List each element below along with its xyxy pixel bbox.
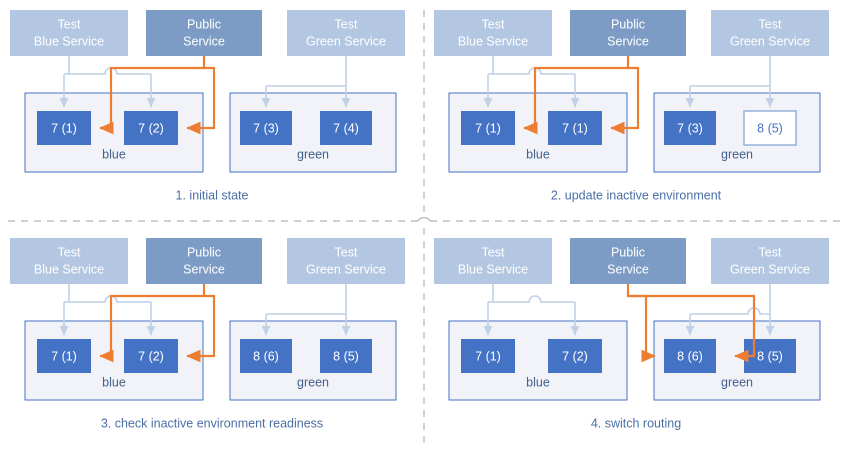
instance-box[interactable]	[664, 111, 716, 145]
instance-box[interactable]	[124, 339, 178, 373]
panel-caption-panel-4: 4. switch routing	[591, 416, 681, 430]
instance-label: 7 (2)	[138, 349, 164, 363]
instance-label: 7 (3)	[677, 121, 703, 135]
service-label-line1: Public	[611, 245, 645, 259]
service-box-public-service[interactable]	[146, 10, 262, 56]
instance-box[interactable]	[240, 339, 292, 373]
panel-caption-panel-1: 1. initial state	[176, 188, 249, 202]
service-label-line2: Green Service	[730, 262, 810, 276]
instance-box[interactable]	[320, 339, 372, 373]
instance-box[interactable]	[124, 111, 178, 145]
service-label-line1: Test	[482, 17, 505, 31]
instance-box[interactable]	[240, 111, 292, 145]
service-label-line1: Test	[58, 245, 81, 259]
instance-box[interactable]	[743, 110, 797, 146]
routing-arrow-blue-instance-1	[99, 284, 206, 363]
instance-label: 7 (2)	[562, 349, 588, 363]
instance-box[interactable]	[320, 111, 372, 145]
service-label-line2: Blue Service	[34, 34, 104, 48]
instance-label: 7 (1)	[562, 121, 588, 135]
service-box-test-green-service[interactable]	[711, 10, 829, 56]
service-box-test-green-service[interactable]	[287, 10, 405, 56]
service-label-line2: Service	[607, 34, 649, 48]
instance-box[interactable]	[37, 339, 91, 373]
service-label-line1: Public	[187, 245, 221, 259]
instance-label: 8 (5)	[757, 349, 783, 363]
instance-label: 7 (1)	[51, 349, 77, 363]
instance-label: 8 (5)	[333, 349, 359, 363]
service-box-test-green-service[interactable]	[287, 238, 405, 284]
service-label-line2: Green Service	[730, 34, 810, 48]
instance-label: 8 (6)	[677, 349, 703, 363]
instance-box[interactable]	[548, 111, 602, 145]
routing-arrow-blue-instance-2	[610, 66, 640, 135]
routing-arrow-blue-instance-1	[523, 56, 630, 135]
routing-arrow-blue-instance-1	[99, 56, 206, 135]
environment-label-blue: blue	[102, 147, 126, 161]
instance-label: 8 (5)	[757, 121, 783, 135]
service-label-line1: Test	[759, 245, 782, 259]
service-label-line2: Service	[183, 34, 225, 48]
service-label-line1: Test	[482, 245, 505, 259]
service-label-line2: Green Service	[306, 34, 386, 48]
environment-label-blue: blue	[526, 147, 550, 161]
instance-box[interactable]	[664, 339, 716, 373]
instance-box[interactable]	[461, 339, 515, 373]
service-label-line2: Service	[607, 262, 649, 276]
service-label-line1: Test	[335, 245, 358, 259]
service-label-line1: Test	[335, 17, 358, 31]
instance-box[interactable]	[461, 111, 515, 145]
service-label-line1: Public	[611, 17, 645, 31]
environment-label-green: green	[721, 375, 753, 389]
service-box-test-blue-service[interactable]	[10, 10, 128, 56]
service-box-test-blue-service[interactable]	[434, 10, 552, 56]
instance-label: 8 (6)	[253, 349, 279, 363]
service-label-line2: Green Service	[306, 262, 386, 276]
instance-label: 7 (3)	[253, 121, 279, 135]
routing-arrow-blue-instance-2	[186, 66, 216, 135]
service-label-line2: Blue Service	[458, 34, 528, 48]
service-label-line2: Blue Service	[458, 262, 528, 276]
panel-caption-panel-2: 2. update inactive environment	[551, 188, 722, 202]
instance-label: 7 (1)	[51, 121, 77, 135]
instance-label: 7 (1)	[475, 349, 501, 363]
divider-hop	[417, 216, 431, 222]
instance-label: 7 (2)	[138, 121, 164, 135]
service-box-public-service[interactable]	[570, 238, 686, 284]
service-box-test-blue-service[interactable]	[10, 238, 128, 284]
test-blue-service-bus	[488, 295, 575, 303]
service-box-public-service[interactable]	[146, 238, 262, 284]
environment-label-blue: blue	[102, 375, 126, 389]
service-label-line1: Public	[187, 17, 221, 31]
service-box-test-blue-service[interactable]	[434, 238, 552, 284]
panel-dividers	[8, 10, 840, 448]
service-label-line1: Test	[759, 17, 782, 31]
environment-label-blue: blue	[526, 375, 550, 389]
panel-caption-panel-3: 3. check inactive environment readiness	[101, 416, 323, 430]
service-label-line2: Blue Service	[34, 262, 104, 276]
service-label-line1: Test	[58, 17, 81, 31]
routing-arrow-blue-instance-2	[186, 294, 216, 363]
test-green-service-bus	[690, 307, 770, 315]
routing-arrow-green-instance-1	[626, 284, 656, 363]
environment-label-green: green	[297, 375, 329, 389]
service-box-public-service[interactable]	[570, 10, 686, 56]
instance-label: 7 (1)	[475, 121, 501, 135]
instance-box[interactable]	[37, 111, 91, 145]
service-label-line2: Service	[183, 262, 225, 276]
routing-arrow-green-instance-2	[628, 294, 756, 363]
instance-label: 7 (4)	[333, 121, 359, 135]
instance-box[interactable]	[548, 339, 602, 373]
environment-label-green: green	[297, 147, 329, 161]
service-box-test-green-service[interactable]	[711, 238, 829, 284]
environment-label-green: green	[721, 147, 753, 161]
